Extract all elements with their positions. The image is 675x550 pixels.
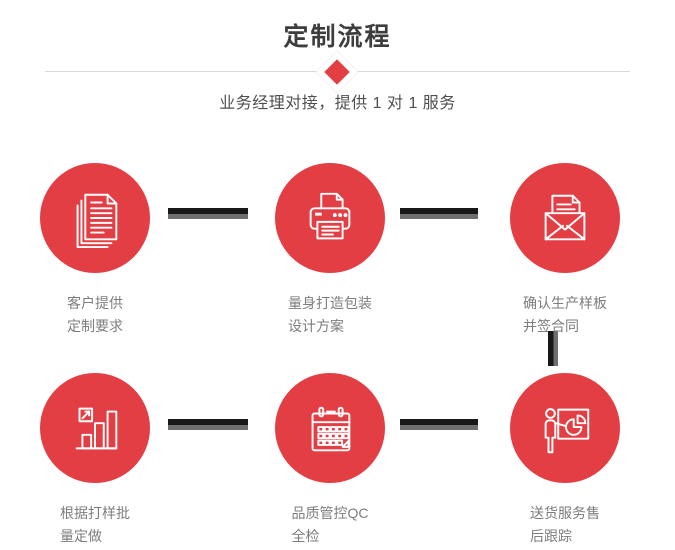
page-title: 定制流程: [283, 23, 392, 51]
step-circle: [40, 373, 150, 483]
connector-step4-step5: [168, 419, 248, 430]
step-circle: [510, 163, 620, 273]
connector-step1-step2: [168, 208, 248, 219]
step-quality-control: 品质管控QC 全检: [240, 373, 420, 548]
step-delivery-after-sales: 送货服务售 后跟踪: [475, 373, 655, 548]
printer-icon: [309, 192, 351, 240]
envelope-icon: [544, 194, 586, 241]
documents-icon: [76, 193, 118, 249]
step-packaging-design: 量身打造包装 设计方案: [240, 163, 420, 338]
step-label: 确认生产样板 并签合同: [523, 295, 607, 334]
connector-step3-step6: [548, 331, 558, 366]
step-label: 根据打样批 量定做: [60, 505, 130, 544]
connector-step5-step6: [400, 419, 478, 430]
calendar-icon: [311, 406, 351, 452]
step-circle: [510, 373, 620, 483]
step-label: 量身打造包装 设计方案: [288, 295, 372, 334]
step-circle: [275, 373, 385, 483]
bar-chart-icon: [75, 407, 118, 450]
step-customer-requirements: 客户提供 定制要求: [5, 163, 185, 338]
diamond-ornament: [315, 50, 359, 94]
step-circle: [275, 163, 385, 273]
step-circle: [40, 163, 150, 273]
step-label: 品质管控QC 全检: [291, 505, 369, 544]
step-confirm-sample-contract: 确认生产样板 并签合同: [475, 163, 655, 338]
step-label: 送货服务售 后跟踪: [530, 505, 600, 544]
connector-step2-step3: [400, 208, 478, 219]
step-batch-production: 根据打样批 量定做: [5, 373, 185, 548]
presentation-icon: [544, 408, 590, 454]
page-subtitle: 业务经理对接，提供 1 对 1 服务: [219, 95, 456, 112]
step-label: 客户提供 定制要求: [67, 295, 123, 334]
